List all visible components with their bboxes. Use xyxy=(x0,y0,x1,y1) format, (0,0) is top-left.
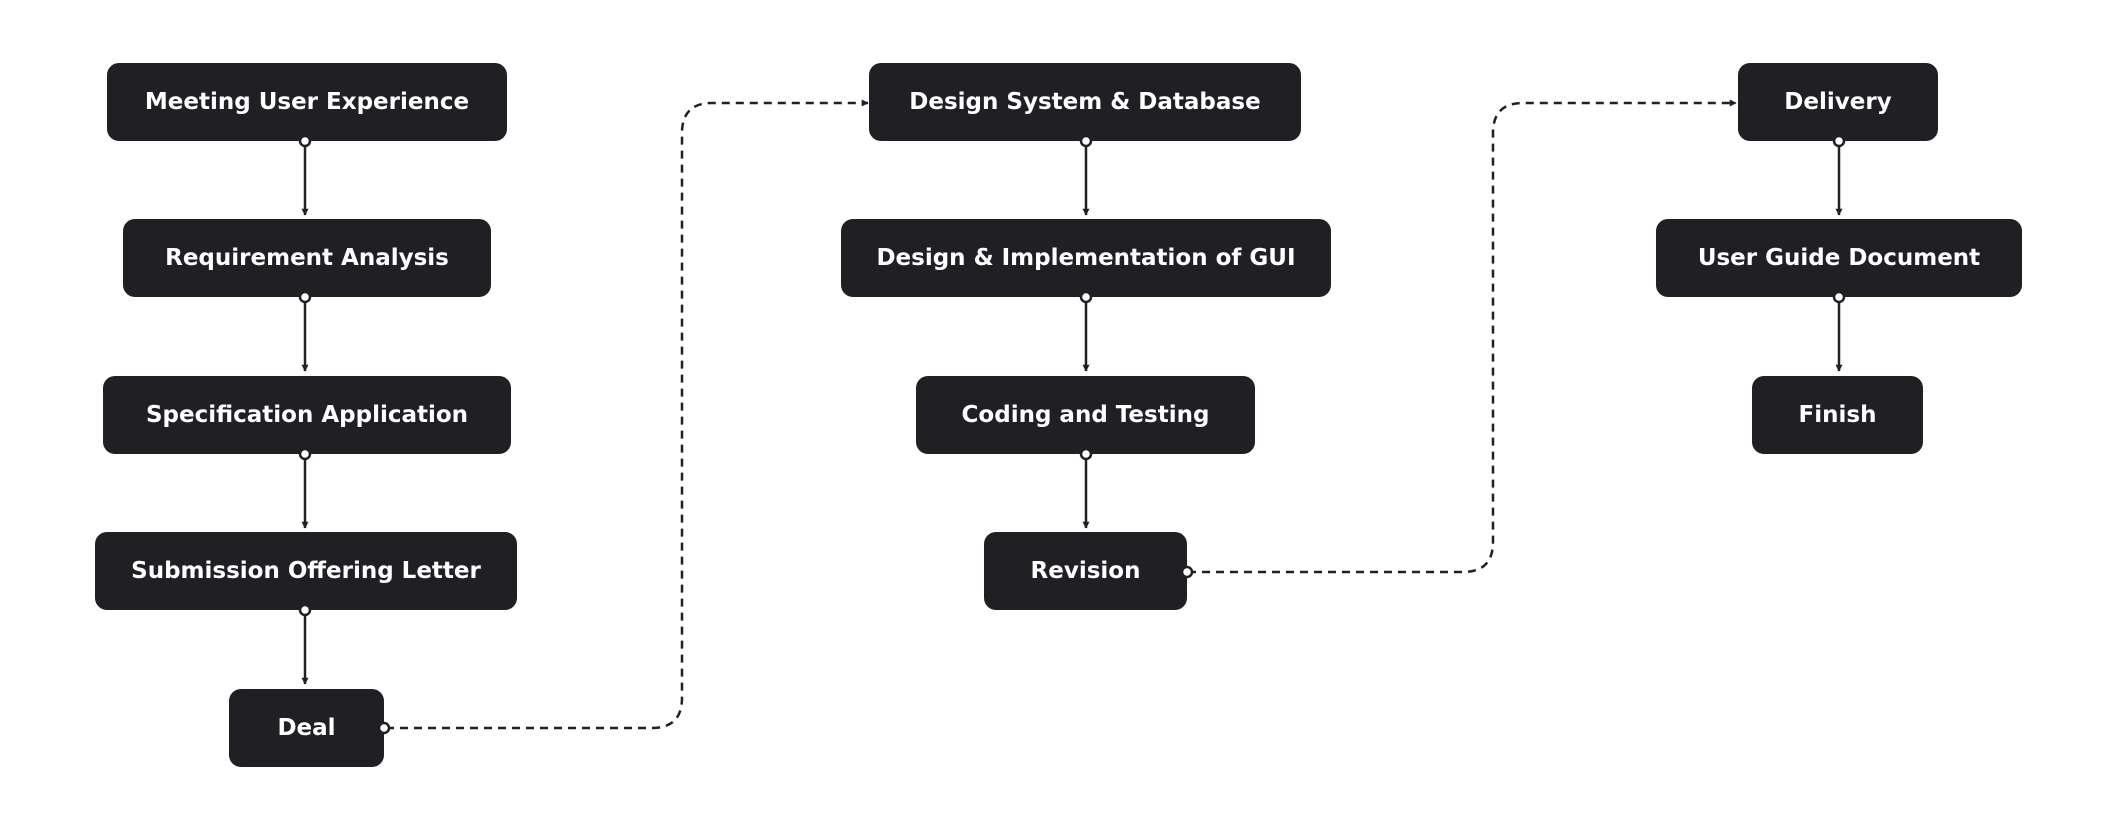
step-label: Specification Application xyxy=(145,402,469,428)
port-design-system-bottom xyxy=(1079,134,1093,148)
port-deal-right xyxy=(377,721,391,735)
step-requirement-analysis[interactable]: Requirement Analysis xyxy=(123,219,491,297)
port-specification-bottom xyxy=(298,447,312,461)
step-label: Revision xyxy=(1030,558,1141,584)
step-label: Deal xyxy=(277,715,336,741)
step-label: Meeting User Experience xyxy=(144,89,470,115)
port-user-guide-bottom xyxy=(1832,290,1846,304)
step-delivery[interactable]: Delivery xyxy=(1738,63,1938,141)
step-revision[interactable]: Revision xyxy=(984,532,1187,610)
port-requirement-bottom xyxy=(298,290,312,304)
step-specification-application[interactable]: Specification Application xyxy=(103,376,511,454)
step-user-guide-document[interactable]: User Guide Document xyxy=(1656,219,2022,297)
step-label: Design System & Database xyxy=(909,89,1261,115)
step-coding-and-testing[interactable]: Coding and Testing xyxy=(916,376,1255,454)
step-submission-offering-letter[interactable]: Submission Offering Letter xyxy=(95,532,517,610)
port-revision-right xyxy=(1180,565,1194,579)
step-label: Requirement Analysis xyxy=(165,245,449,271)
step-label: User Guide Document xyxy=(1697,245,1981,271)
step-design-implementation-gui[interactable]: Design & Implementation of GUI xyxy=(841,219,1331,297)
step-label: Design & Implementation of GUI xyxy=(876,245,1296,271)
step-label: Finish xyxy=(1798,402,1877,428)
step-design-system-database[interactable]: Design System & Database xyxy=(869,63,1301,141)
step-label: Delivery xyxy=(1784,89,1892,115)
step-finish[interactable]: Finish xyxy=(1752,376,1923,454)
step-label: Submission Offering Letter xyxy=(131,558,481,584)
step-deal[interactable]: Deal xyxy=(229,689,384,767)
dashed-arrow-deal-to-design-system xyxy=(386,99,869,730)
port-meeting-bottom xyxy=(298,134,312,148)
port-submission-bottom xyxy=(298,603,312,617)
dashed-arrow-revision-to-delivery xyxy=(1188,99,1737,574)
step-label: Coding and Testing xyxy=(961,402,1210,428)
port-gui-bottom xyxy=(1079,290,1093,304)
port-coding-bottom xyxy=(1079,447,1093,461)
port-delivery-bottom xyxy=(1832,134,1846,148)
step-meeting-user-experience[interactable]: Meeting User Experience xyxy=(107,63,507,141)
